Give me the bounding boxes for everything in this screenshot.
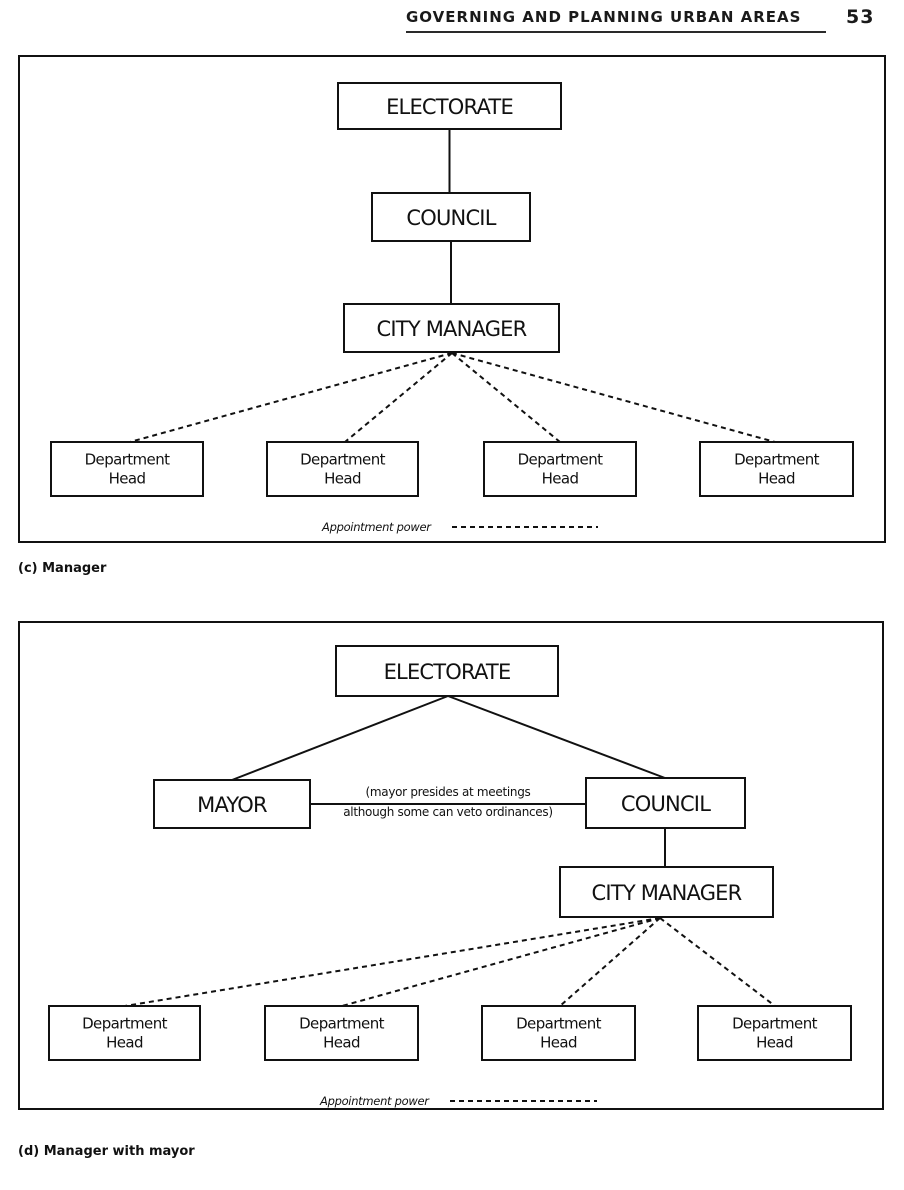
node-label: MAYOR xyxy=(197,793,267,817)
node-box xyxy=(337,82,562,130)
node-label: ELECTORATE xyxy=(386,95,513,119)
node-label: Head xyxy=(323,1034,360,1052)
node-box xyxy=(697,1005,852,1061)
node-label: ELECTORATE xyxy=(384,660,511,684)
node-city-manager: CITY MANAGER xyxy=(343,303,560,353)
node-label: Department xyxy=(300,451,385,469)
node-label: Department xyxy=(516,1015,601,1033)
node-label: Head xyxy=(324,470,361,488)
legend-label: Appointment power xyxy=(319,1094,430,1108)
edge-city_manager-to-dept1 xyxy=(124,917,661,1007)
edge-note: (mayor presides at meetings although some… xyxy=(343,785,553,819)
node-box xyxy=(371,192,531,242)
node-label: Head xyxy=(542,470,579,488)
page-number: 53 xyxy=(846,6,875,28)
edge-note-line: (mayor presides at meetings xyxy=(366,785,531,799)
figure-frame xyxy=(18,621,884,1110)
node-box xyxy=(50,441,204,497)
node-label: Department xyxy=(734,451,819,469)
edge-note-line: although some can veto ordinances) xyxy=(343,805,552,819)
node-mayor: MAYOR xyxy=(153,779,311,829)
node-label: CITY MANAGER xyxy=(377,317,527,341)
node-label: COUNCIL xyxy=(406,206,496,230)
node-label: Department xyxy=(732,1015,817,1033)
node-label: Head xyxy=(756,1034,793,1052)
node-box xyxy=(264,1005,419,1061)
node-label: Department xyxy=(82,1015,167,1033)
edge-electorate-to-council xyxy=(447,695,666,779)
edge-city_manager-to-dept2 xyxy=(341,917,661,1007)
node-box xyxy=(343,303,560,353)
node-label: Head xyxy=(109,470,146,488)
node-box xyxy=(559,866,774,918)
node-box xyxy=(48,1005,201,1061)
node-label: Head xyxy=(540,1034,577,1052)
node-box xyxy=(481,1005,636,1061)
node-label: Department xyxy=(85,451,170,469)
node-city-manager: CITY MANAGER xyxy=(559,866,774,918)
node-box xyxy=(585,777,746,829)
node-label: Department xyxy=(299,1015,384,1033)
legend-label: Appointment power xyxy=(321,520,432,534)
figure-d-caption: (d) Manager with mayor xyxy=(18,1144,195,1159)
edge-city_manager-to-dept3 xyxy=(559,917,661,1007)
figure-c-caption: (c) Manager xyxy=(18,561,107,576)
node-label: Head xyxy=(106,1034,143,1052)
running-head-rule xyxy=(406,31,826,33)
node-electorate: ELECTORATE xyxy=(335,645,559,697)
node-council: COUNCIL xyxy=(371,192,531,242)
node-council: COUNCIL xyxy=(585,777,746,829)
node-box xyxy=(335,645,559,697)
legend-appointment-power: Appointment power xyxy=(319,1094,597,1108)
node-label: COUNCIL xyxy=(621,792,711,816)
edge-city_manager-to-dept1 xyxy=(129,352,453,443)
node-box xyxy=(266,441,419,497)
legend-appointment-power: Appointment power xyxy=(321,520,598,534)
edge-electorate-to-mayor xyxy=(231,695,449,781)
figure-frame xyxy=(18,55,886,543)
node-box xyxy=(483,441,637,497)
running-head: GOVERNING AND PLANNING URBAN AREAS xyxy=(406,8,802,26)
node-box xyxy=(699,441,854,497)
node-electorate: ELECTORATE xyxy=(337,82,562,130)
node-label: CITY MANAGER xyxy=(592,881,742,905)
node-label: Department xyxy=(518,451,603,469)
node-label: Head xyxy=(758,470,795,488)
edge-city_manager-to-dept4 xyxy=(659,917,776,1007)
node-box xyxy=(153,779,311,829)
edge-city_manager-to-dept4 xyxy=(451,352,776,443)
